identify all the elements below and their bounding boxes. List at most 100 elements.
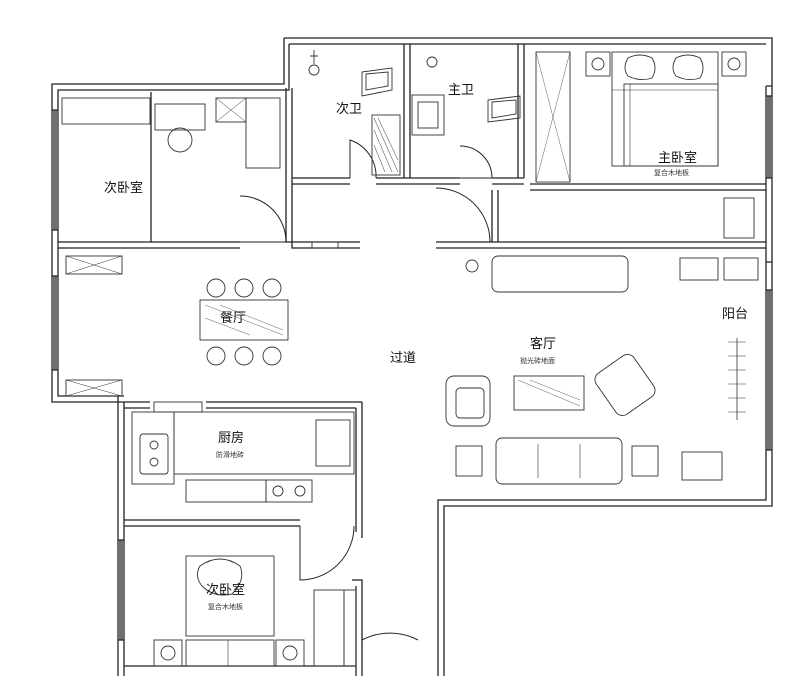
armchair: [594, 354, 656, 416]
interior-wall: [517, 44, 525, 178]
room-label-second-bath: 次卫: [336, 102, 363, 117]
cabinet: [65, 255, 123, 275]
side-table: [455, 445, 483, 477]
cabinet: [723, 197, 755, 239]
counter: [185, 479, 267, 503]
stove-icon: [265, 479, 313, 503]
coffee-table: [513, 375, 585, 411]
bench: [185, 639, 275, 667]
toilet-icon: [361, 67, 393, 97]
counter: [173, 411, 355, 475]
cabinet: [679, 257, 719, 281]
interior-wall: [300, 241, 360, 249]
floor-annotation-kitchen: 防滑地砖: [216, 451, 244, 459]
interior-wall: [352, 579, 363, 676]
dining-chair: [206, 278, 226, 298]
cabinet: [65, 379, 123, 397]
side-table: [631, 445, 659, 477]
interior-wall: [285, 88, 293, 198]
exterior-wall: [437, 256, 767, 676]
exterior-wall: [443, 262, 773, 676]
window: [52, 109, 58, 231]
door-swing: [435, 187, 491, 243]
dining-chair: [234, 278, 254, 298]
window: [52, 275, 58, 371]
window: [118, 539, 124, 641]
nightstand: [585, 51, 611, 77]
cabinet: [215, 97, 247, 123]
interior-wall: [530, 183, 766, 191]
room-label-bedroom-south: 次卧室: [206, 583, 246, 598]
armchair: [445, 375, 491, 427]
shower-head-icon: [310, 50, 318, 64]
dining-chair: [262, 278, 282, 298]
exterior-wall: [51, 38, 285, 403]
chair-icon: [167, 127, 193, 153]
interior-wall: [376, 177, 460, 185]
exterior-wall: [284, 37, 773, 87]
pillow-icon: [672, 54, 704, 81]
wardrobe: [313, 589, 345, 667]
interior-wall: [436, 241, 766, 249]
room-label-master-bedroom: 主卧室: [658, 151, 698, 166]
interior-wall: [292, 177, 350, 185]
interior-wall: [491, 190, 499, 242]
exterior-wall: [57, 44, 290, 397]
interior-wall: [206, 401, 362, 409]
room-label-kitchen: 厨房: [218, 431, 245, 446]
nightstand: [721, 51, 747, 77]
plant-icon: [465, 259, 479, 273]
desk: [61, 97, 151, 125]
fridge: [315, 419, 351, 467]
cabinet: [723, 257, 759, 281]
door-swing: [349, 139, 377, 179]
room-label-living: 客厅: [530, 337, 557, 352]
cabinet: [681, 451, 723, 481]
dining-chair: [262, 346, 282, 366]
floor-annotation-master-bedroom: 复合木地板: [654, 169, 689, 177]
window: [766, 95, 772, 179]
shoe-cabinet: [311, 241, 339, 249]
wardrobe: [343, 589, 357, 667]
shower-hatch: [373, 117, 399, 173]
chair: [154, 103, 206, 131]
exterior-wall: [766, 86, 773, 263]
shower-tray: [371, 114, 401, 176]
dining-chair: [206, 346, 226, 366]
room-label-master-bath: 主卫: [448, 83, 475, 98]
floor-annotation-living: 抛光砖地面: [520, 357, 555, 365]
floor-drain-icon: [426, 56, 438, 68]
wardrobe: [245, 97, 281, 169]
door-swing: [459, 145, 493, 179]
sink-icon: [139, 433, 169, 475]
window-sill: [153, 401, 203, 413]
dining-table: [199, 299, 289, 341]
pillow-icon: [624, 54, 656, 81]
interior-wall: [124, 401, 150, 409]
wardrobe: [535, 51, 571, 183]
interior-wall: [58, 92, 152, 243]
bed: [185, 555, 275, 637]
interior-wall: [124, 519, 300, 527]
room-label-dining: 餐厅: [220, 311, 247, 326]
interior-wall: [492, 177, 524, 185]
interior-wall: [355, 402, 363, 538]
sofa: [495, 437, 623, 485]
toilet-icon: [487, 95, 521, 123]
door-swing: [299, 525, 355, 581]
nightstand: [275, 639, 305, 667]
room-label-corridor: 过道: [390, 351, 417, 366]
floor-drain-icon: [308, 64, 320, 76]
bed: [611, 51, 719, 167]
floor-annotation-bedroom-south: 复合木地板: [208, 603, 243, 611]
pillow-icon: [197, 558, 243, 596]
interior-wall: [291, 198, 300, 249]
interior-wall: [403, 44, 411, 178]
room-label-bedroom-north: 次卧室: [104, 181, 144, 196]
tv-cabinet: [491, 255, 629, 293]
door-swing: [239, 195, 287, 243]
dining-chair: [234, 346, 254, 366]
nightstand: [153, 639, 183, 667]
